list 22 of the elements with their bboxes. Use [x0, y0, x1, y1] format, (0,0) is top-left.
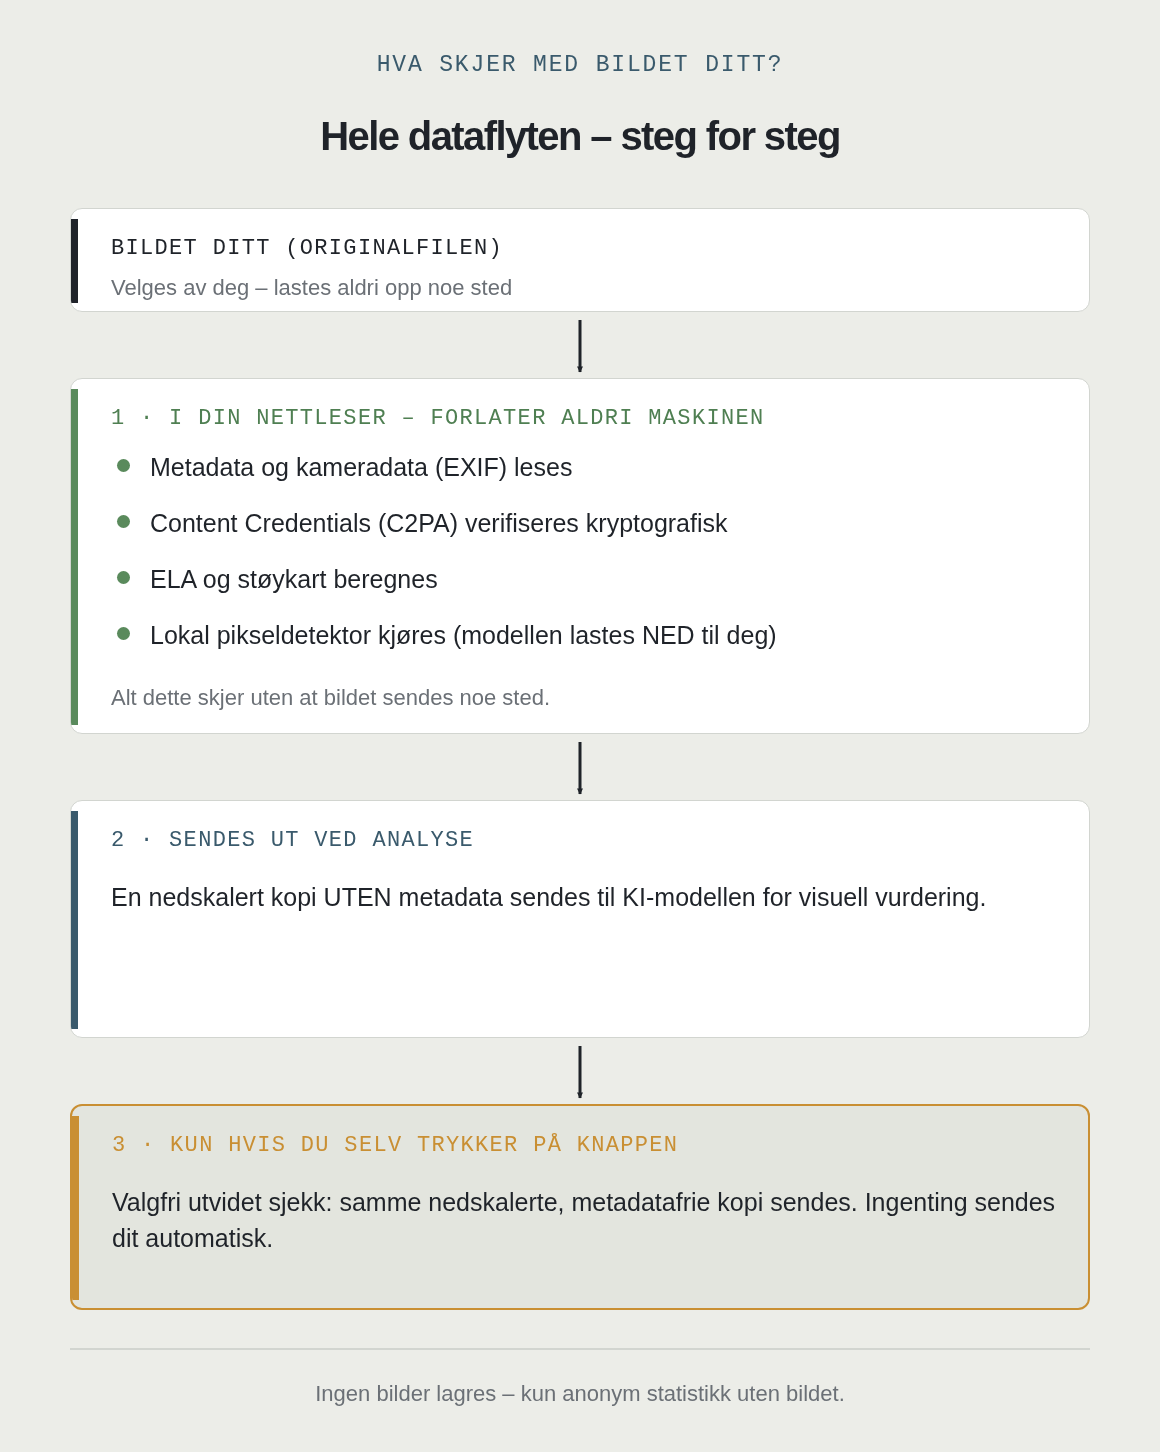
list-item: Lokal pikseldetektor kjøres (modellen lastes NED til deg): [150, 620, 777, 651]
card-heading: 3 · KUN HVIS DU SELV TRYKKER PÅ KNAPPEN: [112, 1132, 680, 1160]
step-card: [70, 800, 1090, 1038]
title: Hele dataflyten – steg for steg: [319, 113, 841, 160]
overline-text: HVA SKJER MED BILDET DITT?: [375, 51, 785, 80]
step-card: [70, 208, 1090, 312]
card-heading: BILDET DITT (ORIGINALFILEN): [111, 235, 505, 263]
step-card: [70, 1104, 1090, 1310]
note-text: Alt dette skjer uten at bildet sendes noe sted.: [111, 684, 552, 712]
list-item: Content Credentials (C2PA) verifiseres kryptografisk: [150, 508, 728, 539]
arrow: [577, 320, 583, 373]
arrow: [577, 742, 583, 795]
card-text: Valgfri utvidet sjekk: samme nedskalerte, metadatafrie kopi sendes. Ingenting sendes dit automatisk.: [112, 1187, 1057, 1254]
card-heading: 1 · I DIN NETTLESER – FORLATER ALDRI MASKINEN: [111, 405, 766, 433]
arrow: [577, 1046, 583, 1099]
list-item: Metadata og kameradata (EXIF) leses: [150, 452, 573, 483]
footer-note: Ingen bilder lagres – kun anonym statistikk uten bildet.: [314, 1380, 846, 1408]
step-card: [70, 378, 1090, 734]
card-text: Velges av deg – lastes aldri opp noe sted: [111, 274, 514, 302]
card-text: En nedskalert kopi UTEN metadata sendes til KI-modellen for visuell vurdering.: [111, 882, 988, 913]
card-heading: 2 · SENDES UT VED ANALYSE: [111, 827, 476, 855]
list-item: ELA og støykart beregnes: [150, 564, 438, 595]
